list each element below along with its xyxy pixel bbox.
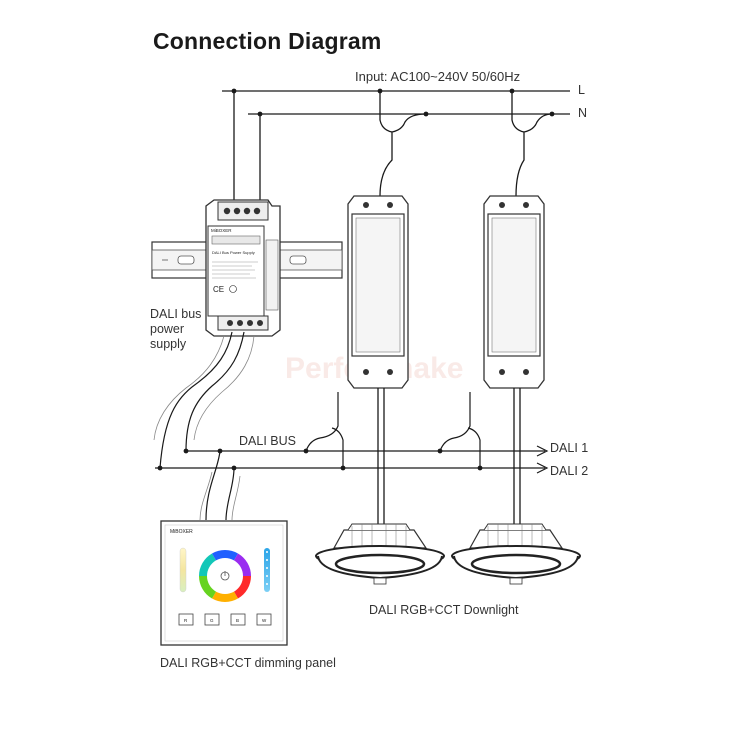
- color-wheel-segment: [199, 550, 251, 602]
- panel-button-r: [178, 613, 194, 626]
- psu-bus-sheath: [193, 335, 255, 441]
- live-line-label: L: [578, 83, 585, 97]
- dali1-arrow: [536, 445, 549, 457]
- input-label: Input: AC100~240V 50/60Hz: [355, 69, 521, 84]
- driver1-mains-wire: [379, 91, 427, 197]
- power-supply-label: DALI bus power supply: [150, 307, 202, 351]
- dali2-arrow: [536, 462, 549, 474]
- dimming-panel: [160, 520, 288, 646]
- downlight-2: [451, 523, 581, 585]
- bus-junction: [183, 448, 189, 454]
- led-driver-2: [483, 195, 545, 389]
- bus-junction: [157, 465, 163, 471]
- dali-bus-label: DALI BUS: [239, 434, 296, 448]
- ce-mark: CE: [213, 285, 224, 294]
- panel-button-w: [256, 613, 272, 626]
- safety-icon: [229, 285, 237, 293]
- color-wheel-segment: [199, 550, 251, 602]
- downlight-1: [315, 523, 445, 585]
- panel-bus-cable: [205, 450, 221, 521]
- psu-model-label: DALI Bus Power Supply: [212, 250, 255, 255]
- panel-bus-cable: [225, 467, 235, 521]
- psu-bus-sheath: [153, 335, 225, 441]
- panel-button-label: W: [262, 618, 267, 623]
- neutral-line-label: N: [578, 106, 588, 120]
- panel-button-b: [230, 613, 246, 626]
- panel-bus-sheath: [199, 471, 241, 521]
- dali2-label: DALI 2: [550, 464, 589, 478]
- driver2-bus-wire: [439, 392, 481, 468]
- panel-button-label: G: [210, 618, 214, 623]
- panel-button-g: [204, 613, 220, 626]
- driver2-mains-wire: [511, 91, 553, 197]
- panel-label: DALI RGB+CCT dimming panel: [160, 656, 336, 670]
- dali1-label: DALI 1: [550, 441, 589, 455]
- power-supply-module: [205, 199, 281, 337]
- panel-button-label: B: [236, 618, 239, 623]
- diagram-title: Connection Diagram: [153, 28, 382, 54]
- color-wheel-segment: [199, 550, 251, 602]
- led-driver-1: [347, 195, 409, 389]
- color-wheel-segment: [199, 550, 251, 602]
- panel-button-label: R: [184, 618, 188, 623]
- panel-brand-label: MiBOXER: [170, 529, 193, 535]
- downlight-label: DALI RGB+CCT Downlight: [369, 603, 519, 617]
- psu-bus-cable: [159, 331, 233, 469]
- psu-brand-label: MiBOXER: [211, 228, 232, 233]
- driver1-bus-wire: [305, 392, 344, 468]
- psu-bus-cable: [185, 331, 245, 452]
